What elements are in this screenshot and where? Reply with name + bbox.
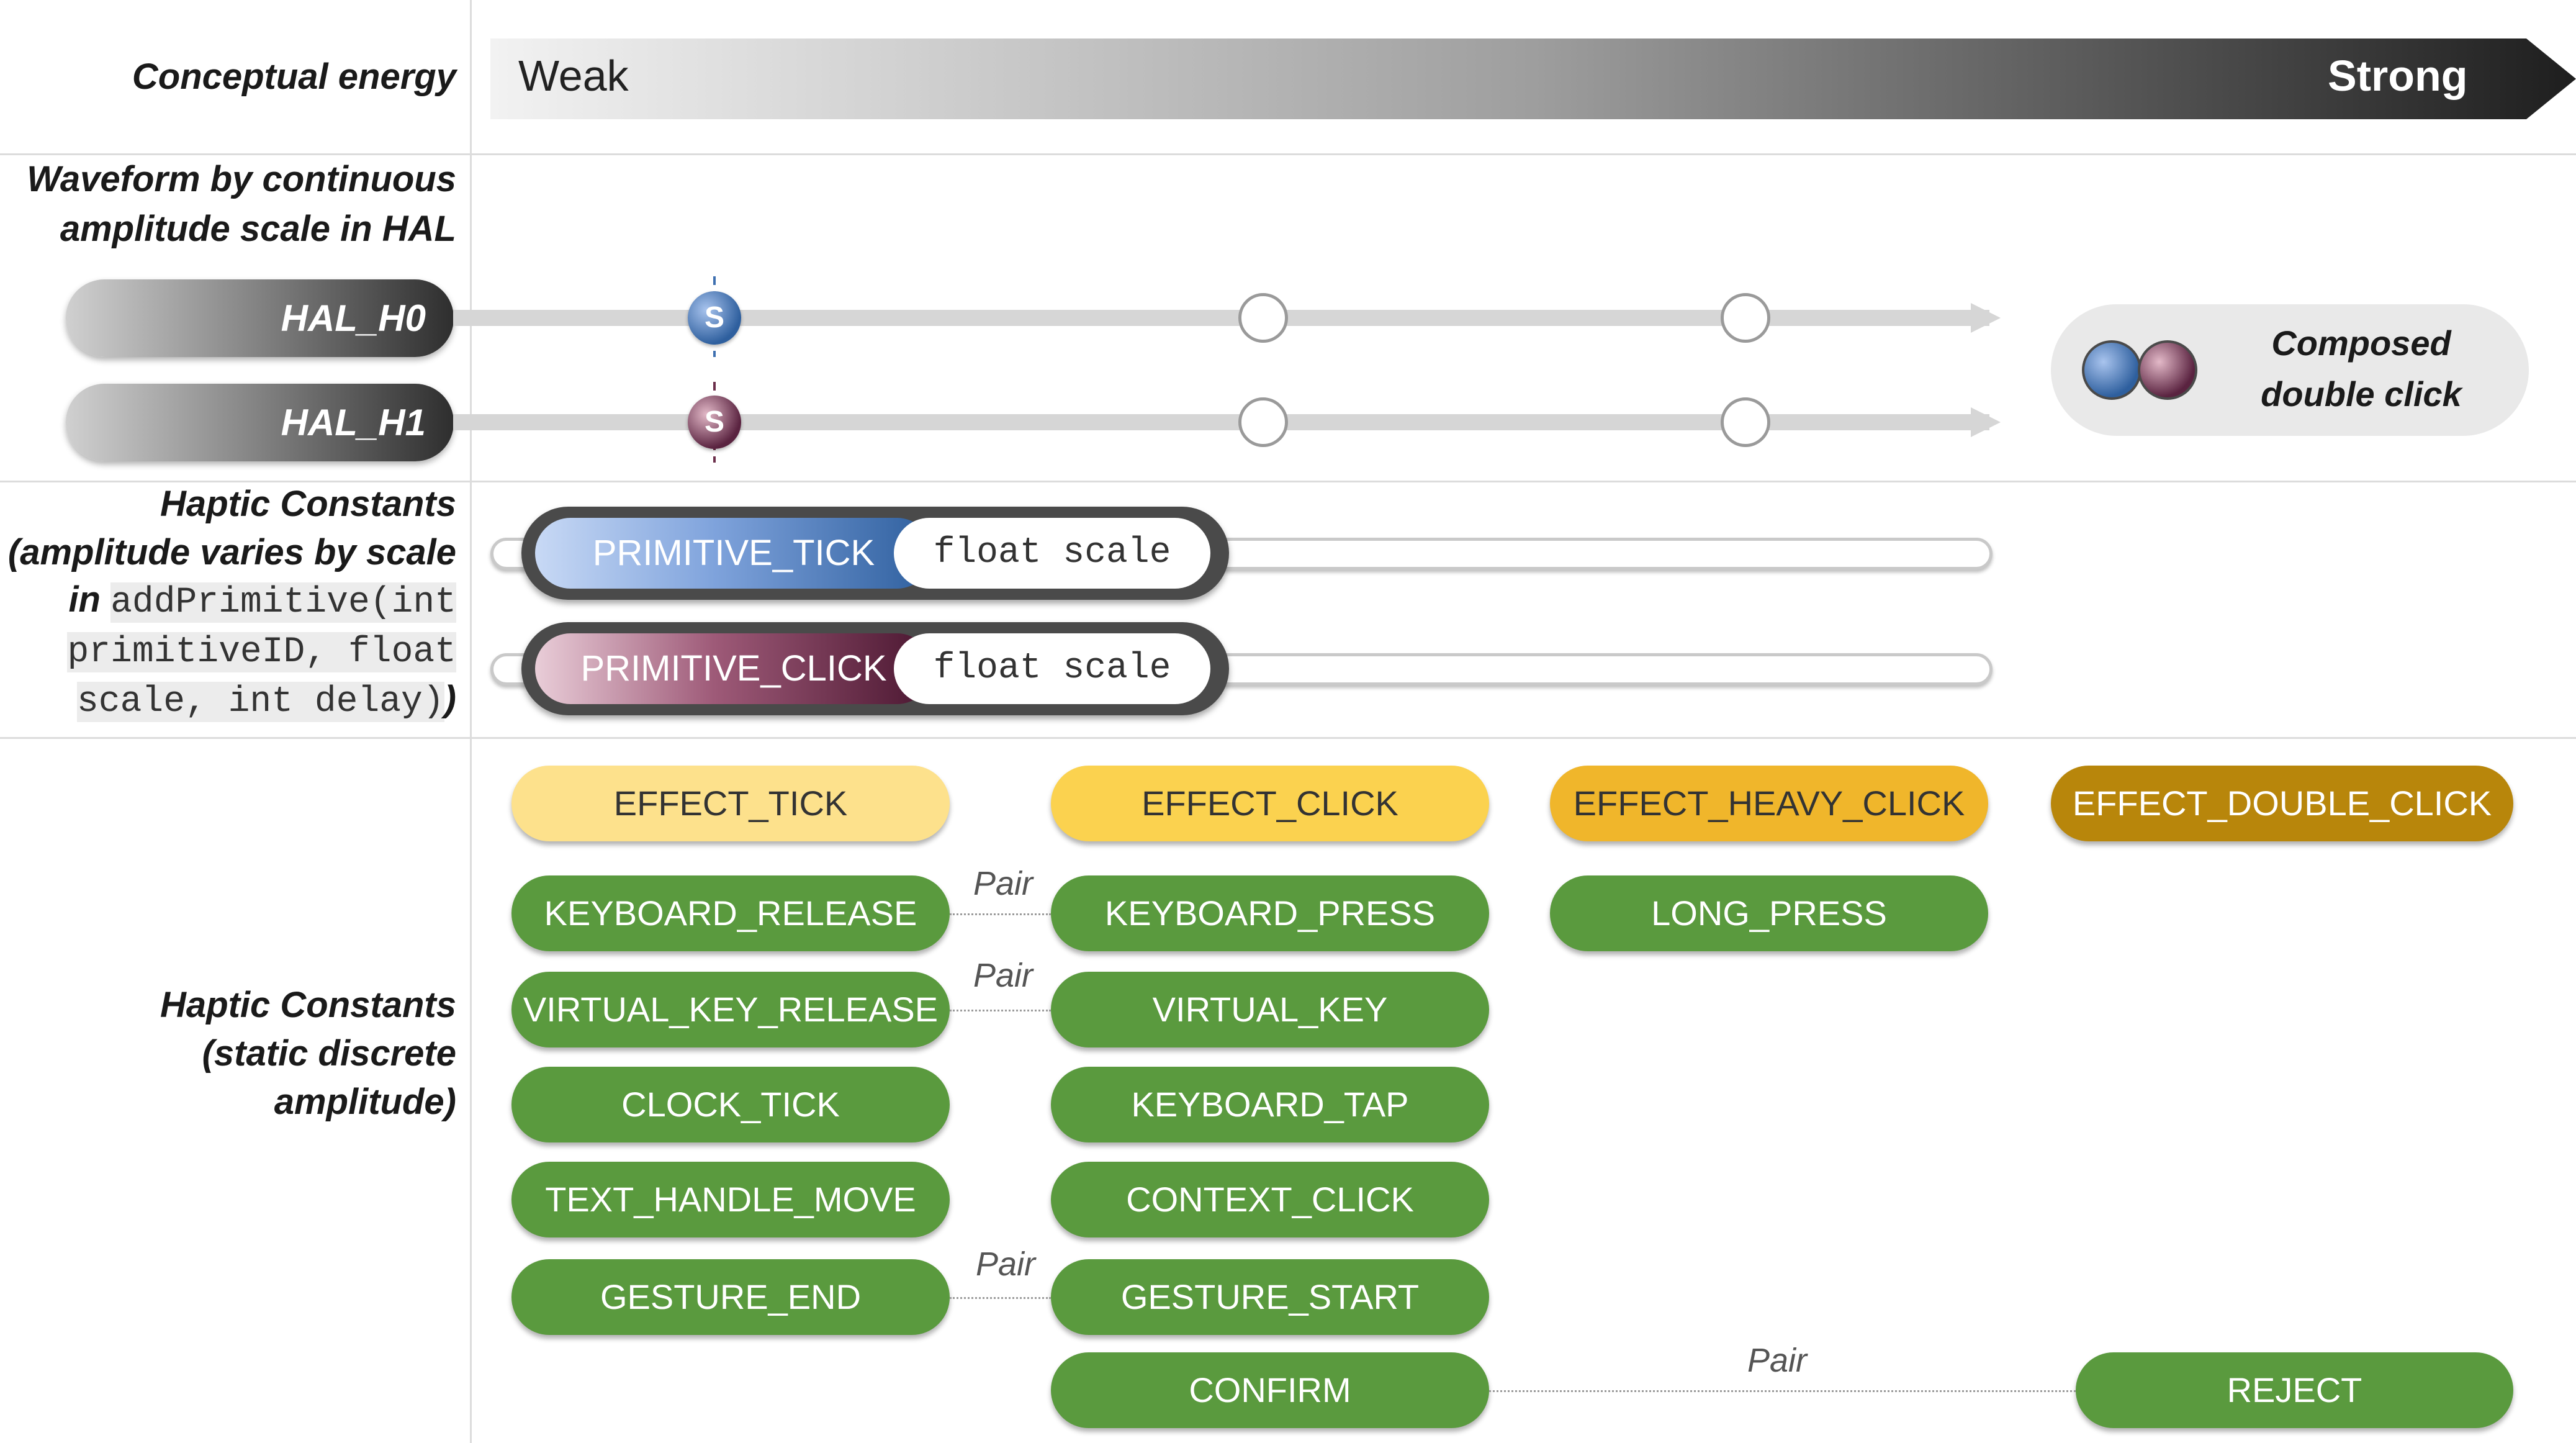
primitive-label-code-1: addPrimitive(int [110,582,456,623]
composed-label: Composed double click [2212,318,2510,420]
composed-label-line1: Composed [2271,323,2451,363]
keyboard-tap-button: KEYBOARD_TAP [1051,1067,1489,1142]
primitive-tick-name: PRIMITIVE_TICK [535,518,932,589]
row-divider-1 [0,153,2576,155]
column-divider [470,0,472,1443]
waveform-label-line2: amplitude scale in HAL [60,209,456,249]
primitive-label-line1: Haptic Constants [160,484,456,524]
energy-strong-label: Strong [2328,52,2468,100]
effect-heavy-click-button: EFFECT_HEAVY_CLICK [1550,766,1988,841]
primitive-label-line5: scale, int delay)) [76,678,456,722]
context-click-button: CONTEXT_CLICK [1051,1162,1489,1237]
reject-button: REJECT [2076,1352,2513,1428]
primitive-click-name: PRIMITIVE_CLICK [535,633,932,704]
hal-h1-arrowhead [1971,407,2001,437]
composed-label-line2: double click [2261,374,2462,414]
effect-tick-button: EFFECT_TICK [511,766,950,841]
pair-line-confirm-reject [1489,1390,2076,1392]
primitive-label-line4: primitiveID, float [67,628,456,672]
static-label-line1: Haptic Constants [160,985,456,1025]
energy-gradient-arrow: Weak Strong [490,38,2576,119]
pair-label-gesture: Pair [976,1246,1036,1283]
keyboard-release-button: KEYBOARD_RELEASE [511,875,950,951]
hal-h1-pill: HAL_H1 [66,384,454,461]
primitive-label-line3: in addPrimitive(int [68,579,456,623]
primitive-tick-pill: PRIMITIVE_TICK float scale [521,507,1229,600]
pair-line-virtual-key [950,1010,1051,1011]
primitive-label-line2: (amplitude varies by scale [7,532,456,572]
pair-label-virtual-key: Pair [973,957,1034,994]
clock-tick-button: CLOCK_TICK [511,1067,950,1142]
text-handle-move-button: TEXT_HANDLE_MOVE [511,1162,950,1237]
composed-maroon-dot [2138,340,2197,400]
effect-double-click-button: EFFECT_DOUBLE_CLICK [2051,766,2513,841]
label-column-waveform: Waveform by continuous amplitude scale i… [0,155,456,267]
long-press-button: LONG_PRESS [1550,875,1988,951]
energy-weak-label: Weak [518,52,629,100]
primitive-label-code-2: primitiveID, float [67,632,456,672]
hal-h1-start-node: S [688,396,741,449]
row-divider-3 [0,737,2576,739]
keyboard-press-button: KEYBOARD_PRESS [1051,875,1489,951]
virtual-key-button: VIRTUAL_KEY [1051,972,1489,1047]
waveform-label-line1: Waveform by continuous [27,159,456,199]
pair-line-keyboard [950,913,1051,915]
row-divider-2 [0,481,2576,482]
hal-h1-node-2 [1238,397,1288,447]
pair-label-keyboard: Pair [973,865,1034,902]
static-label-line3: amplitude) [274,1082,456,1122]
primitive-click-pill: PRIMITIVE_CLICK float scale [521,622,1229,715]
energy-label: Conceptual energy [132,57,456,97]
hal-h1-node-3 [1721,397,1770,447]
primitive-label-line3-prefix: in [68,579,111,620]
label-column-energy: Conceptual energy [0,0,456,153]
static-label-line2: (static discrete [202,1033,456,1074]
pair-label-confirm-reject: Pair [1747,1342,1808,1379]
primitive-label-code-3: scale, int delay) [76,682,444,722]
virtual-key-release-button: VIRTUAL_KEY_RELEASE [511,972,950,1047]
composed-double-click: Composed double click [2051,304,2529,436]
effect-click-button: EFFECT_CLICK [1051,766,1489,841]
hal-h0-start-node: S [688,291,741,345]
hal-h0-pill: HAL_H0 [66,279,454,357]
primitive-click-scale: float scale [894,633,1210,704]
hal-h0-arrowhead [1971,303,2001,333]
gesture-start-button: GESTURE_START [1051,1259,1489,1335]
pair-line-gesture [950,1297,1051,1299]
primitive-tick-scale: float scale [894,518,1210,589]
primitive-label-line5-suffix: ) [444,679,456,719]
gesture-end-button: GESTURE_END [511,1259,950,1335]
hal-h0-node-2 [1238,293,1288,343]
label-column-primitives: Haptic Constants (amplitude varies by sc… [0,483,456,731]
confirm-button: CONFIRM [1051,1352,1489,1428]
label-column-static: Haptic Constants (static discrete amplit… [0,984,456,1133]
hal-h0-node-3 [1721,293,1770,343]
composed-blue-dot [2082,340,2141,400]
